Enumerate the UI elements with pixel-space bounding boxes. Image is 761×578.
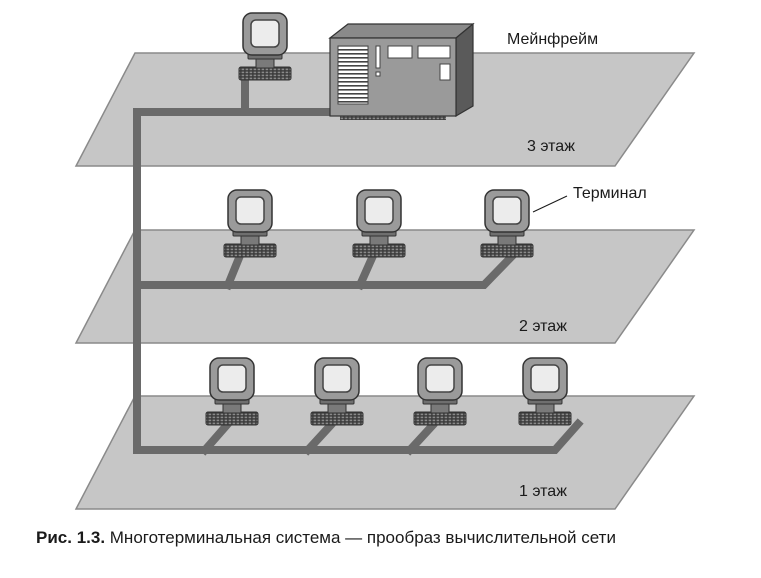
terminal-callout: Терминал [532,185,647,213]
terminal-floor-1-2 [310,357,364,426]
terminal-floor-1-4 [518,357,572,426]
network-diagram: 1 этаж 2 этаж 3 этаж Те [74,12,696,510]
terminal-floor-1-1 [205,357,259,426]
mainframe [328,22,475,120]
floor-2-cable [133,244,524,291]
terminal-floor-1-3 [413,357,467,426]
terminal-floor-3-1 [238,12,292,81]
floor-3-cable [133,78,344,116]
floor-1-label: 1 этаж [519,483,567,500]
figure-caption: Рис. 1.3. Многотерминальная система — пр… [36,528,756,548]
floor-2-label: 2 этаж [519,318,567,335]
network-cable [133,78,584,456]
caption-text: Многотерминальная система — прообраз выч… [105,528,616,547]
terminal-label: Терминал [573,185,647,202]
terminal-floor-2-3 [480,189,534,258]
caption-number: Рис. 1.3. [36,528,106,547]
mainframe-label: Мейнфрейм [507,31,598,48]
floor-3-label: 3 этаж [527,138,575,155]
floor-1-cable [133,418,584,456]
terminal-floor-2-1 [223,189,277,258]
terminal-floor-2-2 [352,189,406,258]
